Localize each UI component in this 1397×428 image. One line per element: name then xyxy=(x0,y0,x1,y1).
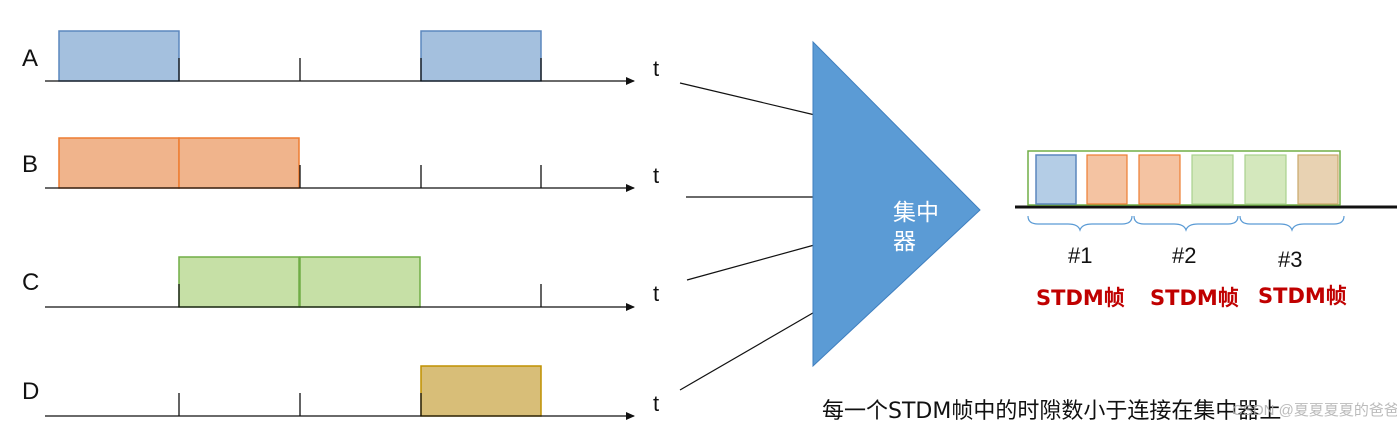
frame-slot-b xyxy=(1086,154,1128,205)
frame-slot-d xyxy=(1297,154,1339,205)
channel-label-d: D xyxy=(22,378,39,405)
channel-d: D t xyxy=(22,365,659,420)
concentrator: 集中 器 xyxy=(812,40,981,368)
frame-brace-2 xyxy=(1133,215,1239,232)
frame-number-3: #3 xyxy=(1278,247,1302,272)
frame-label-3: STDM帧 xyxy=(1258,284,1347,308)
frame-number-1: #1 xyxy=(1068,243,1092,268)
time-axis-label: t xyxy=(653,391,659,416)
watermark: CSDN @夏夏夏夏的爸爸 xyxy=(1232,402,1397,419)
channel-a: A t xyxy=(22,30,659,85)
channel-b: B t xyxy=(22,137,659,192)
frame-slot-a xyxy=(1035,154,1077,205)
input-line-a xyxy=(679,82,816,116)
channel-c-slot xyxy=(299,256,421,308)
input-line-c xyxy=(686,243,819,281)
input-line-d xyxy=(679,309,819,391)
time-axis-label: t xyxy=(653,56,659,81)
caption: 每一个STDM帧中的时隙数小于连接在集中器上 xyxy=(822,399,1281,424)
channel-label-a: A xyxy=(22,45,38,72)
frame-slot-c xyxy=(1191,154,1234,205)
frame-brace-1 xyxy=(1027,215,1133,232)
channel-d-slot xyxy=(420,365,542,417)
frame-slot-c xyxy=(1244,154,1287,205)
frame-label-1: STDM帧 xyxy=(1036,286,1125,310)
channel-c: C t xyxy=(22,256,659,311)
frame-number-2: #2 xyxy=(1172,243,1196,268)
concentrator-label-line2: 器 xyxy=(893,229,916,255)
channel-c-slot xyxy=(178,256,300,308)
concentrator-label-line1: 集中 xyxy=(893,200,939,226)
input-lines xyxy=(679,82,819,391)
time-axis-label: t xyxy=(653,281,659,306)
channel-label-c: C xyxy=(22,269,39,296)
frame-label-2: STDM帧 xyxy=(1150,286,1239,310)
concentrator-triangle xyxy=(812,40,981,368)
channel-a-slot xyxy=(420,30,542,82)
channel-b-slot xyxy=(178,137,300,189)
frame-border xyxy=(1027,150,1341,206)
frame-brace-3 xyxy=(1239,215,1345,232)
channel-b-slot xyxy=(58,137,180,189)
frame-slot-b xyxy=(1138,154,1181,205)
channel-a-slot xyxy=(58,30,180,82)
time-axis-label: t xyxy=(653,163,659,188)
channel-label-b: B xyxy=(22,151,38,178)
stdm-frames: #1 #2 #3 STDM帧 STDM帧 STDM帧 xyxy=(1027,150,1347,310)
